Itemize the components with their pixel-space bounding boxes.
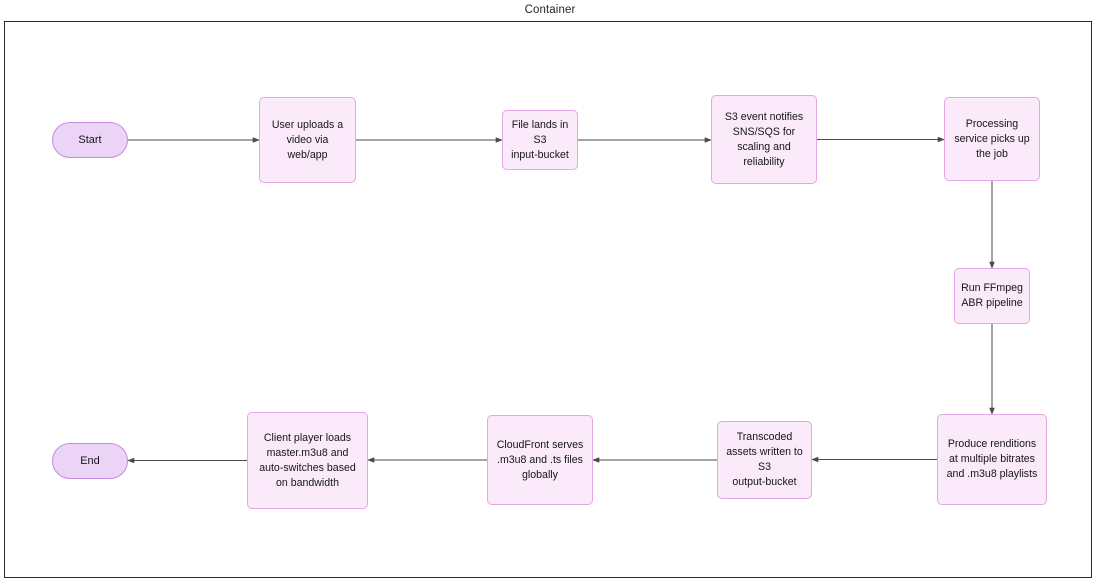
node-label: S3 event notifies SNS/SQS for scaling an… xyxy=(724,110,804,168)
node-start[interactable]: Start xyxy=(52,122,128,158)
node-ffmpeg[interactable]: Run FFmpeg ABR pipeline xyxy=(954,268,1030,324)
node-end[interactable]: End xyxy=(52,443,128,479)
node-label: Client player loads master.m3u8 and auto… xyxy=(259,431,356,489)
node-label: Transcoded assets written to S3 output-b… xyxy=(726,431,803,488)
node-pickup[interactable]: Processing service picks up the job xyxy=(944,97,1040,181)
container-boundary xyxy=(4,21,1092,578)
node-label: Start xyxy=(78,133,102,146)
node-upload[interactable]: User uploads a video via web/app xyxy=(259,97,356,183)
node-lands[interactable]: File lands in S3 input-bucket xyxy=(502,110,578,170)
node-label: Run FFmpeg ABR pipeline xyxy=(961,282,1023,309)
node-renditions[interactable]: Produce renditions at multiple bitrates … xyxy=(937,414,1047,505)
node-label: Produce renditions at multiple bitrates … xyxy=(946,438,1038,480)
node-cloudfront[interactable]: CloudFront serves .m3u8 and .ts files gl… xyxy=(487,415,593,505)
node-label: End xyxy=(80,454,100,467)
node-label: CloudFront serves .m3u8 and .ts files gl… xyxy=(496,438,584,481)
node-label: Processing service picks up the job xyxy=(954,117,1030,160)
node-client[interactable]: Client player loads master.m3u8 and auto… xyxy=(247,412,368,509)
node-notify[interactable]: S3 event notifies SNS/SQS for scaling an… xyxy=(711,95,817,184)
container-label: Container xyxy=(524,4,576,16)
node-label: User uploads a video via web/app xyxy=(271,118,344,161)
node-written[interactable]: Transcoded assets written to S3 output-b… xyxy=(717,421,812,499)
node-label: File lands in S3 input-bucket xyxy=(511,118,569,161)
